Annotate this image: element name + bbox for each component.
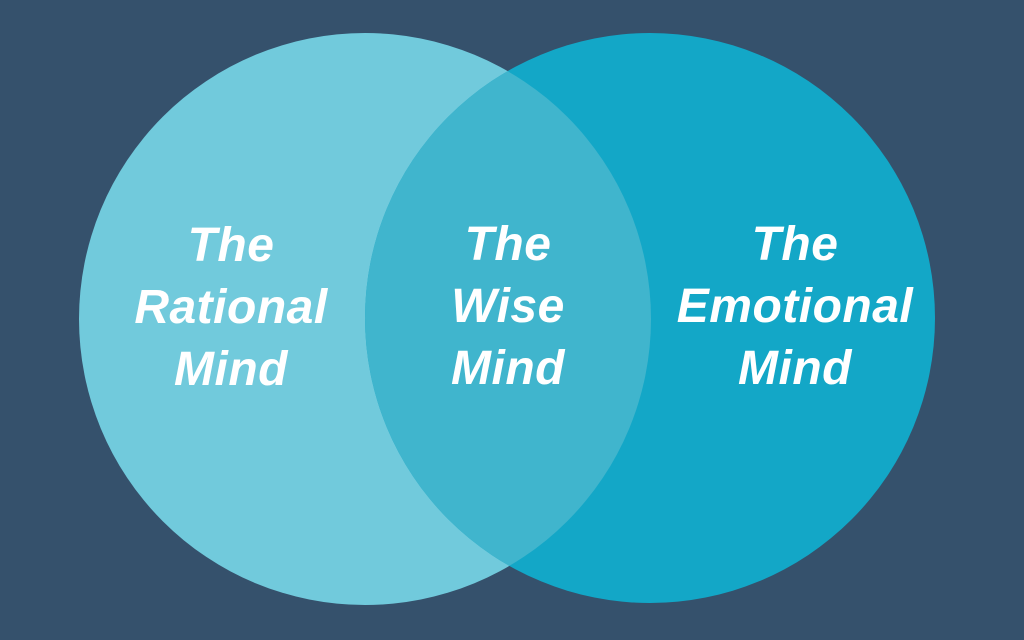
wise-mind-label: The Wise Mind <box>451 214 565 400</box>
rational-label-line-2: Rational <box>134 281 328 334</box>
wise-label-line-2: Wise <box>451 280 565 333</box>
wise-label-line-1: The <box>464 218 552 271</box>
emotional-label-line-1: The <box>751 218 839 271</box>
wise-mind-overlap <box>365 33 651 603</box>
rational-label-line-1: The <box>187 219 275 272</box>
emotional-label-line-3: Mind <box>738 342 852 395</box>
wise-label-line-3: Mind <box>451 342 565 395</box>
emotional-mind-label: The Emotional Mind <box>677 214 914 400</box>
rational-label-line-3: Mind <box>174 343 288 396</box>
rational-mind-label: The Rational Mind <box>134 215 327 401</box>
emotional-label-line-2: Emotional <box>676 280 914 333</box>
